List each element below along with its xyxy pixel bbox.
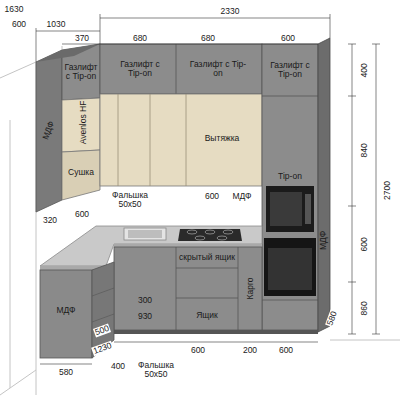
dimension-label: 400 bbox=[110, 362, 126, 371]
dimension-label: 1030 bbox=[46, 20, 67, 29]
dimension-label: МДФ bbox=[231, 192, 252, 201]
dimension-label: 370 bbox=[74, 34, 90, 43]
part-label: Газлифт с Tip-on bbox=[264, 61, 316, 79]
part-label: Карго bbox=[246, 276, 255, 300]
dimension-label: 680 bbox=[132, 34, 148, 43]
part-label: 300 bbox=[137, 296, 153, 305]
part-label: Avenlos HF bbox=[80, 99, 89, 145]
dimension-label: 600 bbox=[74, 210, 90, 219]
dimension-label: 200 bbox=[242, 346, 258, 355]
part-label: Газлифт с Tip-on bbox=[187, 60, 249, 78]
dimension-label: 600 bbox=[204, 192, 220, 201]
dimension-label: 680 bbox=[200, 34, 216, 43]
dimension-label: 600 bbox=[11, 20, 27, 29]
dimension-label: 600 bbox=[190, 346, 206, 355]
dimension-label: 580 bbox=[58, 368, 74, 377]
part-label: Газлифт с Tip-on bbox=[62, 63, 100, 81]
dimension-label: 600 bbox=[278, 346, 294, 355]
dimension-label: 600 bbox=[280, 34, 296, 43]
dimension-label: 400 bbox=[360, 62, 369, 78]
part-label: Ящик bbox=[195, 311, 219, 320]
dimension-label: 860 bbox=[360, 300, 369, 316]
part-label: Газлифт с Tip-on bbox=[111, 60, 169, 78]
dimension-label: 1630 bbox=[4, 5, 25, 14]
part-label: Сушка bbox=[67, 168, 95, 177]
dimension-label: 320 bbox=[42, 216, 58, 225]
dimension-label: 840 bbox=[360, 142, 369, 158]
part-label: МДФ bbox=[55, 306, 76, 315]
dimension-label: 2330 bbox=[220, 7, 241, 16]
dimension-label: 600 bbox=[360, 236, 369, 252]
part-label: скрытый ящик bbox=[178, 253, 236, 262]
part-label: 930 bbox=[137, 312, 153, 321]
part-label: Вытяжка bbox=[204, 134, 241, 143]
dimension-label: Фальшка 50x50 bbox=[108, 191, 152, 209]
part-label: МДФ bbox=[320, 229, 329, 250]
part-label: Tip-on bbox=[277, 172, 303, 181]
dimension-label: 2700 bbox=[383, 180, 392, 201]
dimension-label: Фальшка 50x50 bbox=[134, 361, 178, 379]
